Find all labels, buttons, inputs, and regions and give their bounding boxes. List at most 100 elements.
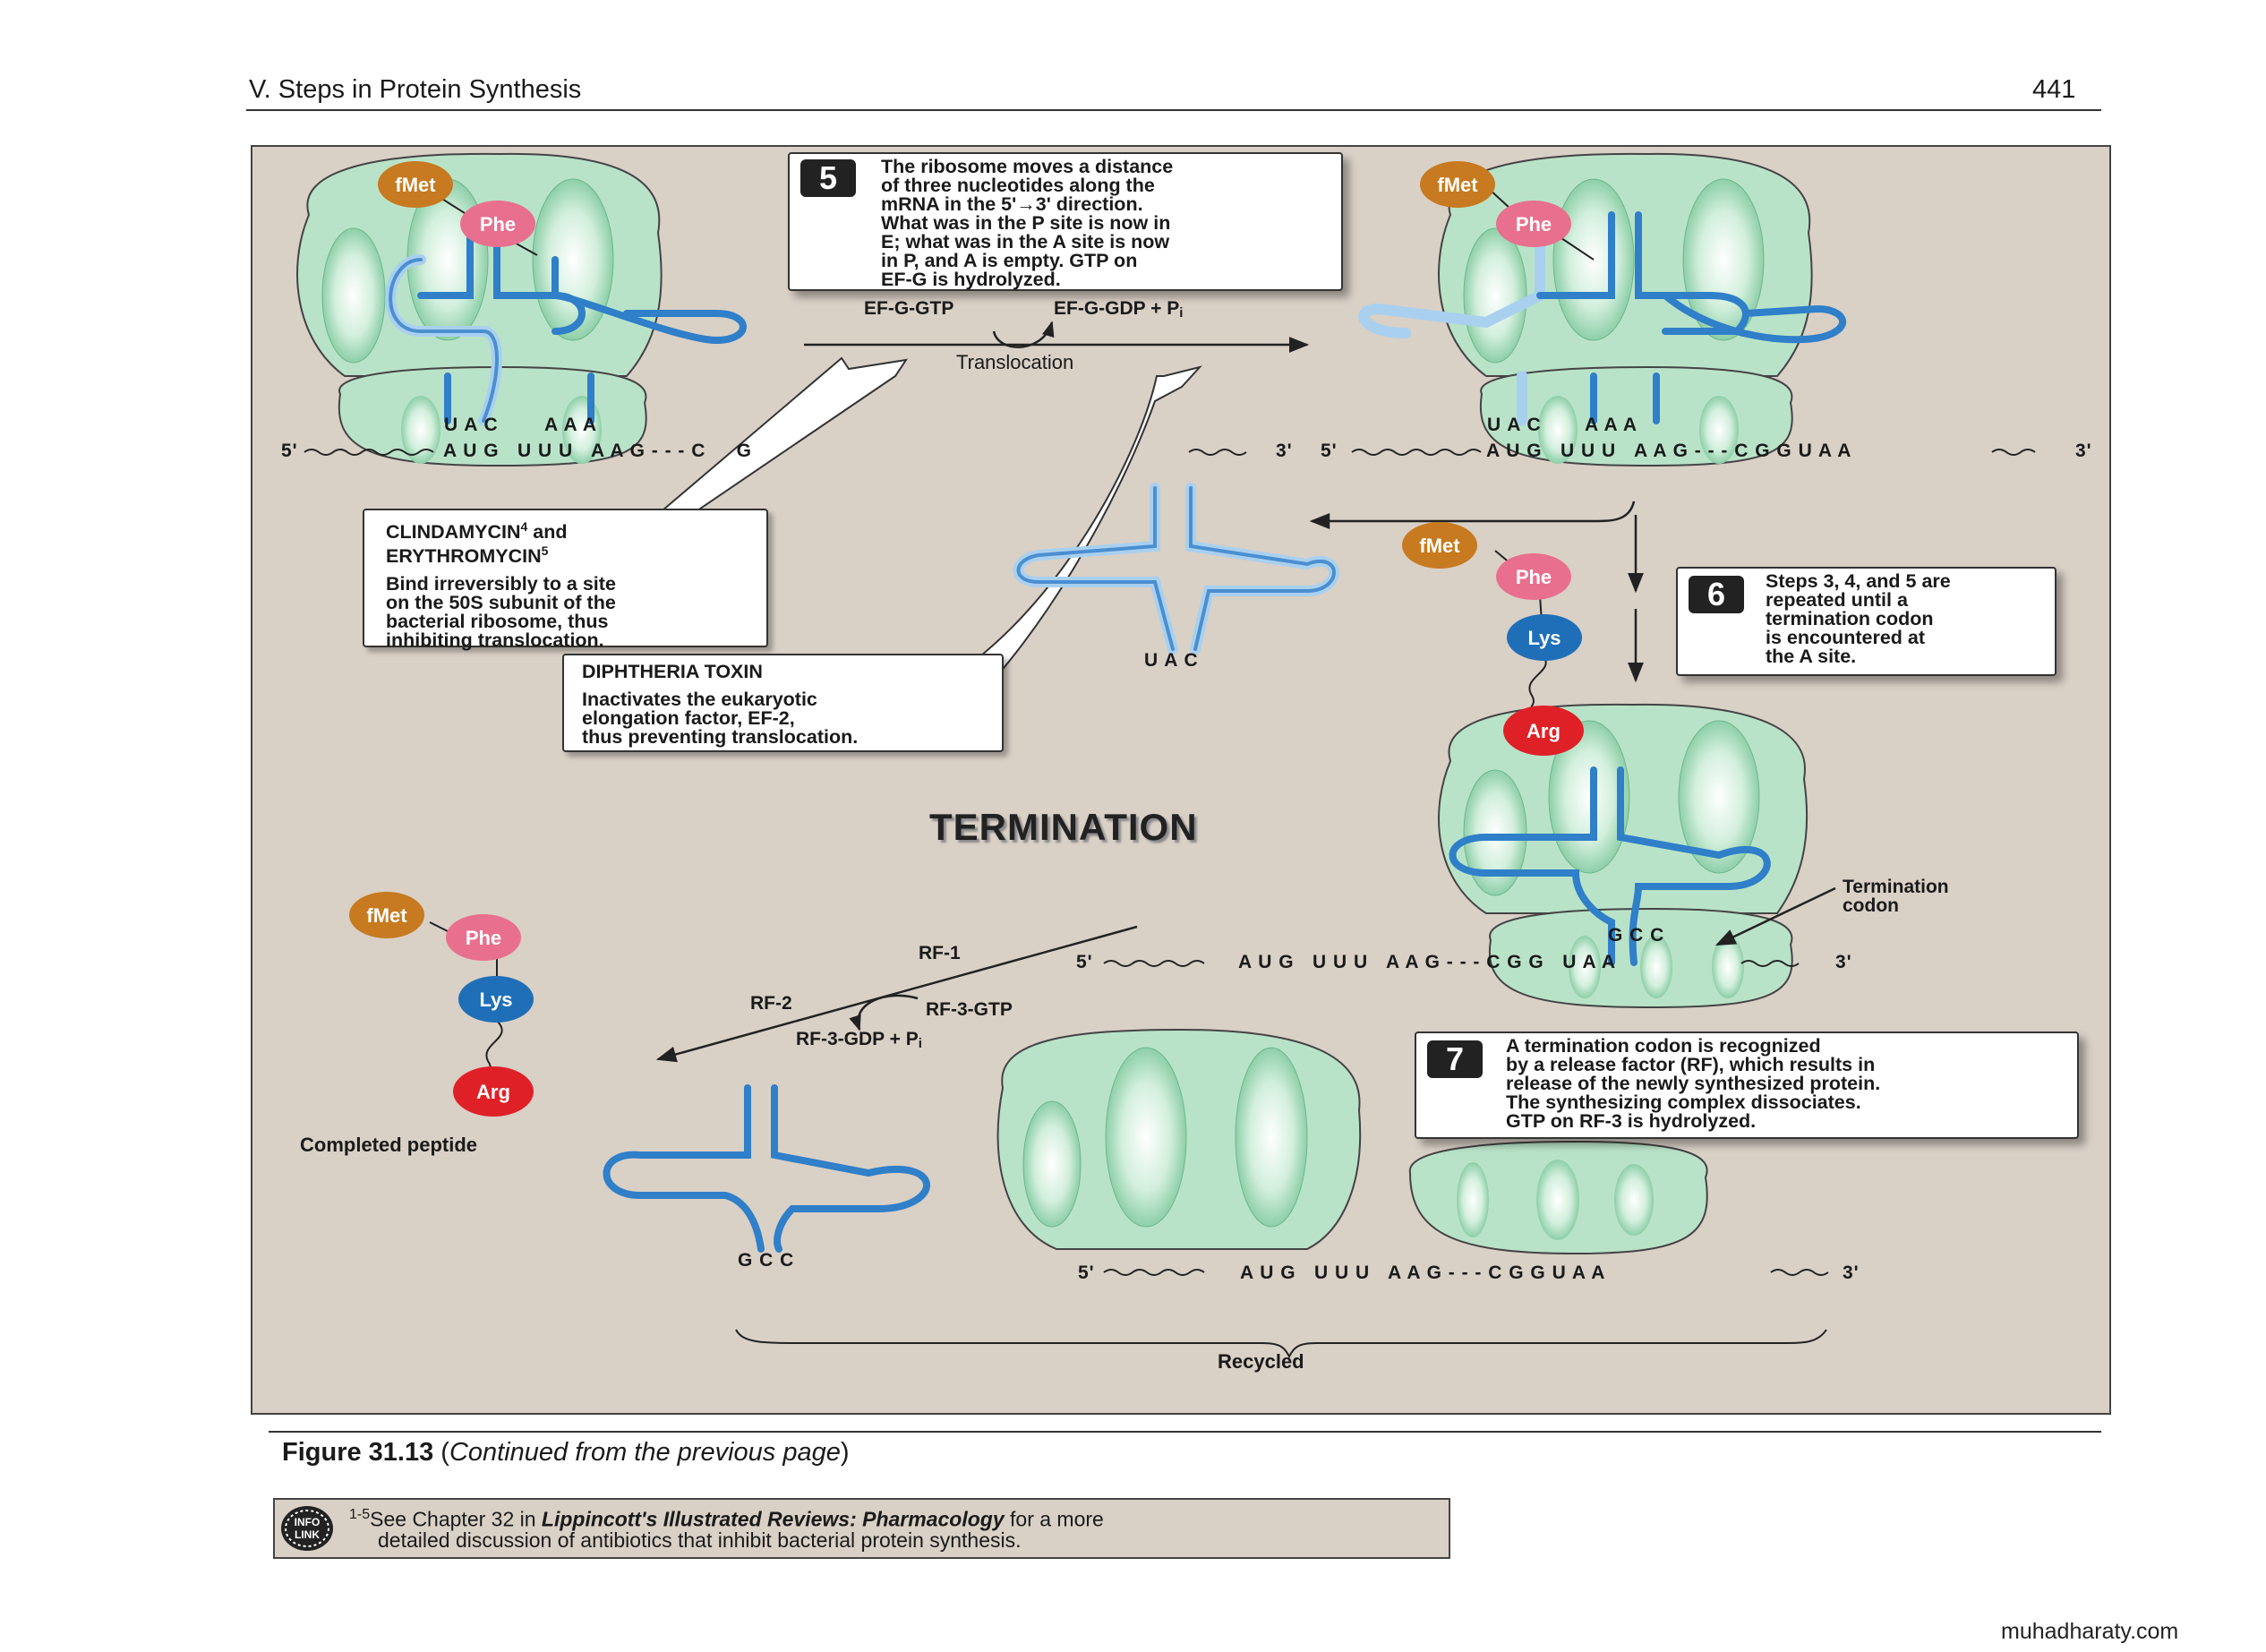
step7-number: 7	[1427, 1040, 1483, 1078]
figure-number: Figure 31.13	[282, 1438, 434, 1467]
ef-g-gdp-text: EF-G-GDP + P	[1054, 298, 1180, 319]
diphtheria-line: elongation factor, EF-2,	[582, 707, 795, 729]
phe-bead-peptide: Phe	[446, 914, 521, 961]
fmet-bead-left: fMet	[378, 161, 453, 208]
lys-bead-term: Lys	[1507, 614, 1582, 661]
trna-released-uac	[1013, 483, 1339, 655]
info-link-text: 1-5See Chapter 32 in Lippincott's Illust…	[349, 1504, 1104, 1551]
mrna-right-tail-3	[1991, 449, 2036, 456]
mrna-left-5prime: 5'	[281, 441, 298, 461]
anticodon-gcc-term: G C C	[1608, 925, 1665, 946]
termination-codon-line: Termination	[1843, 877, 1949, 897]
anticodon-uac-left: U A C	[444, 415, 499, 435]
caption-rule	[269, 1431, 2101, 1433]
recycled-large-subunit	[996, 1028, 1362, 1250]
rf3-gtp-label: RF-3-GTP	[926, 999, 1013, 1020]
step5-number: 5	[800, 159, 856, 197]
mrna-recycled-tail-3	[1770, 1269, 1829, 1276]
completed-peptide-label: Completed peptide	[300, 1134, 478, 1156]
diphtheria-box: DIPHTHERIA TOXIN Inactivates the eukaryo…	[562, 654, 1004, 752]
translocation-label: Translocation	[956, 351, 1074, 373]
step7-line: release of the newly synthesized protein…	[1506, 1073, 1881, 1094]
diphtheria-line: Inactivates the eukaryotic	[582, 689, 817, 710]
fmet-label: fMet	[366, 904, 407, 927]
diphtheria-pointer	[929, 365, 1202, 723]
step6-line: termination codon	[1766, 608, 1934, 629]
step6-box: 6 Steps 3, 4, and 5 are repeated until a…	[1676, 567, 2057, 676]
rf3-gdp-text: RF-3-GDP + P	[796, 1029, 919, 1049]
trna-recycled-gcc	[603, 1084, 930, 1253]
lys-bead-peptide: Lys	[458, 976, 534, 1023]
ribosome-left	[296, 152, 663, 467]
step6-line: Steps 3, 4, and 5 are	[1766, 570, 1951, 592]
mrna-recycled-3prime: 3'	[1843, 1263, 1860, 1283]
mrna-middle-tail	[1188, 449, 1247, 456]
step6-text: Steps 3, 4, and 5 are repeated until a t…	[1766, 570, 1951, 666]
step7-line: The synthesizing complex dissociates.	[1506, 1091, 1861, 1113]
info-link-book-title[interactable]: Lippincott's Illustrated Reviews: Pharma…	[541, 1507, 1005, 1531]
rf3-gdp-label: RF-3-GDP + Pi	[796, 1029, 922, 1051]
diphtheria-title: DIPHTHERIA TOXIN	[582, 661, 763, 682]
anticodon-uac-right: U A C	[1487, 415, 1542, 435]
ef-g-gtp-label: EF-G-GTP	[864, 298, 954, 319]
header-rule	[246, 109, 2101, 111]
recycled-brace	[735, 1329, 1827, 1359]
anticodon-aaa-right: A A A	[1585, 415, 1638, 435]
trna-termination	[1449, 766, 1771, 966]
clindamycin-text: CLINDAMYCIN4 and ERYTHROMYCIN5 Bind irre…	[386, 518, 616, 650]
anticodon-gcc-recycled: G C C	[738, 1250, 795, 1271]
info-link-icon: INFO LINK	[281, 1506, 333, 1551]
caption-paren: (	[433, 1438, 449, 1467]
mrna-recycled-sequence: A U G U U U A A G - - - C G G U A A	[1240, 1263, 1606, 1283]
mrna-left-tail	[304, 449, 434, 456]
caption-paren: )	[840, 1438, 850, 1467]
info-link-line1: 1-5See Chapter 32 in Lippincott's Illust…	[349, 1504, 1104, 1530]
diphtheria-text: DIPHTHERIA TOXIN Inactivates the eukaryo…	[582, 661, 859, 748]
step5-line: in P, and A is empty. GTP on	[881, 250, 1138, 271]
anticodon-aaa-left: A A A	[544, 415, 598, 435]
phe-bead-left: Phe	[460, 201, 535, 247]
step7-text: A termination codon is recognized by a r…	[1506, 1036, 1881, 1132]
watermark: muhadharaty.com	[2001, 1619, 2179, 1644]
phe-bead-right: Phe	[1496, 201, 1571, 247]
clindamycin-title-line1: CLINDAMYCIN4 and	[386, 518, 616, 542]
diphtheria-line: thus preventing translocation.	[582, 726, 859, 748]
step6-number: 6	[1689, 576, 1744, 613]
step6-line: is encountered at	[1766, 627, 1926, 648]
recycled-small-subunit	[1408, 1140, 1708, 1255]
clindamycin-box: CLINDAMYCIN4 and ERYTHROMYCIN5 Bind irre…	[363, 509, 768, 650]
info-link-pre: See Chapter 32 in	[370, 1507, 542, 1531]
erythromycin-footnote: 5	[541, 544, 549, 558]
rf2-label: RF-2	[750, 993, 792, 1014]
mrna-term-3prime: 3'	[1835, 952, 1852, 972]
clindamycin-title: CLINDAMYCIN	[386, 521, 521, 543]
arg-bead-term: Arg	[1503, 706, 1584, 756]
fmet-label: fMet	[1419, 535, 1460, 557]
lys-label: Lys	[1527, 627, 1561, 649]
fmet-bead-term: fMet	[1402, 522, 1477, 569]
translocation-arrow	[804, 321, 1310, 353]
mrna-right-3prime: 3'	[2075, 441, 2092, 461]
mrna-termination-tail-5	[1103, 960, 1205, 967]
step5-line: The ribosome moves a distance	[881, 156, 1174, 177]
mrna-left-3prime: 3'	[1276, 441, 1293, 461]
step5-line: EF-G is hydrolyzed.	[881, 269, 1061, 290]
mrna-left-sequence: A U G U U U A A G - - - C G	[443, 441, 752, 461]
page-number: 441	[2032, 75, 2076, 104]
termination-codon-label: Termination codon	[1843, 877, 1949, 915]
mrna-right-tail-5	[1351, 449, 1482, 456]
step5-line: of three nucleotides along the	[881, 175, 1155, 196]
step5-box: 5 The ribosome moves a distance of three…	[788, 152, 1343, 291]
step5-line: E; what was in the A site is now	[881, 231, 1170, 253]
phe-label: Phe	[1516, 566, 1552, 588]
termination-codon-line: codon	[1843, 895, 1899, 916]
step6-line: repeated until a	[1766, 589, 1908, 611]
phe-label: Phe	[466, 927, 501, 949]
rf1-label: RF-1	[919, 943, 961, 963]
step7-line: GTP on RF-3 is hydrolyzed.	[1506, 1110, 1757, 1132]
info-link-icon-text: LINK	[295, 1528, 320, 1541]
mrna-recycled-tail-5	[1103, 1269, 1205, 1276]
lys-label: Lys	[479, 989, 512, 1011]
step7-box: 7 A termination codon is recognized by a…	[1415, 1031, 2079, 1139]
